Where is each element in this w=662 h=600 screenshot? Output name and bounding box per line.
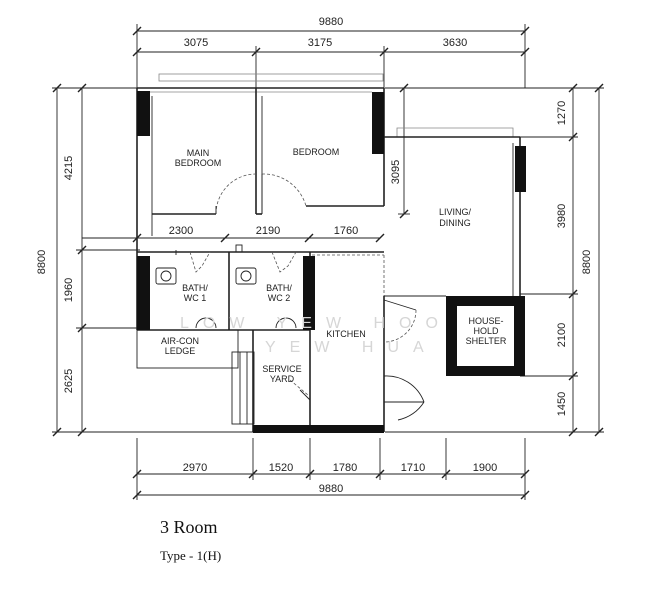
aircon-ledge-label-1: AIR-CON [161,336,199,346]
bottom-dimension-3: 1780 [333,462,357,474]
left-dimension-1: 4215 [63,156,75,180]
service-yard-label-2: YARD [270,374,295,384]
bath2-label-2: WC 2 [268,293,291,303]
structural-columns [137,91,526,433]
right-dimension-3: 2100 [556,323,568,347]
right-dimension-1: 1270 [556,101,568,125]
left-total-dimension: 8800 [36,250,48,274]
service-yard-label-1: SERVICE [262,364,301,374]
top-dimension-chain: 9880 3075 3175 3630 [132,16,530,88]
bottom-dimension-5: 1900 [473,462,497,474]
bath1-label-1: BATH/ [182,283,208,293]
interior-dimension-1: 2300 [169,225,193,237]
top-dimension-2: 3175 [308,37,332,49]
bottom-dimension-chain: 2970 1520 1780 1710 1900 9880 [132,438,530,500]
shelter-label-2: HOLD [473,326,499,336]
kitchen-label: KITCHEN [326,329,366,339]
bath1-label-2: WC 1 [184,293,207,303]
right-dimension-4: 1450 [556,392,568,416]
shelter-label-1: HOUSE- [468,316,503,326]
doors [189,173,425,421]
bay-window-dimension-value: 3095 [390,160,402,184]
living-dining-label-1: LIVING/ [439,207,472,217]
aircon-ledge-label-2: LEDGE [165,346,196,356]
left-dimension-2: 1960 [63,278,75,302]
bottom-dimension-4: 1710 [401,462,425,474]
top-total-dimension: 9880 [319,16,343,28]
top-dimension-3: 3630 [443,37,467,49]
right-dimension-2: 3980 [556,204,568,228]
bath2-label-1: BATH/ [266,283,292,293]
top-dimension-1: 3075 [184,37,208,49]
left-dimension-chain: 8800 4215 1960 2625 [36,83,255,437]
bottom-dimension-1: 2970 [183,462,207,474]
household-shelter-box [446,296,525,376]
bottom-total-dimension: 9880 [319,483,343,495]
sanitary-fixtures [155,244,297,329]
watermark-line-1: LOW YEW HOO [180,315,452,332]
watermark-line-2: YEW HUA [265,339,438,356]
bay-window-dimension: 3095 [390,83,410,219]
interior-dimension-2: 2190 [256,225,280,237]
walls [136,73,525,433]
living-dining-label-2: DINING [439,218,471,228]
plan-subtitle: Type - 1(H) [160,548,222,563]
plan-title: 3 Room [160,517,218,537]
room-labels: MAIN BEDROOM BEDROOM LIVING/ DINING BATH… [161,147,507,384]
watermark: LOW YEW HOO YEW HUA [180,315,452,356]
bottom-dimension-2: 1520 [269,462,293,474]
bedroom-label: BEDROOM [293,147,340,157]
shelter-label-3: SHELTER [466,336,507,346]
left-dimension-3: 2625 [63,369,75,393]
right-total-dimension: 8800 [581,250,593,274]
interior-dimension-chain: 2300 2190 1760 [82,225,385,255]
interior-dimension-3: 1760 [334,225,358,237]
main-bedroom-label-2: BEDROOM [175,158,222,168]
main-bedroom-label-1: MAIN [187,148,210,158]
